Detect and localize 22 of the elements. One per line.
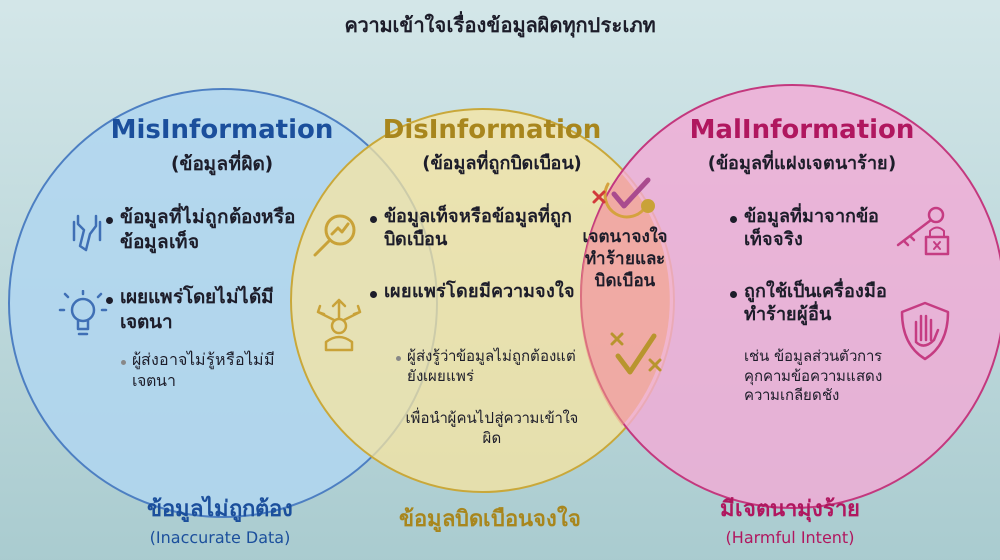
bullet-text: เผยแพร่โดยไม่ได้มีเจตนา	[120, 285, 275, 334]
category-label: มีเจตนามุ่งร้าย	[719, 496, 861, 524]
example-text: เช่น ข้อมูลส่วนตัวการคุกคามข้อความแสดงความเกลียดชัง	[744, 347, 883, 406]
subheading: (ข้อมูลที่ผิด)	[82, 152, 362, 177]
category-label: ข้อมูลบิดเบือนจงใจ	[398, 506, 582, 534]
sub-bullet-text: ผู้ส่งรู้ว่าข้อมูลไม่ถูกต้องแต่ยังเผยแพร่	[407, 347, 577, 386]
heading: MisInformation	[110, 114, 334, 147]
subheading: (ข้อมูลที่ถูกบิดเบือน)	[377, 152, 627, 176]
title: ความเข้าใจเรื่องข้อมูลผิดทุกประเภท	[344, 12, 656, 38]
note-text: เพื่อนำผู้คนไปสู่ความเข้าใจผิด	[404, 409, 580, 448]
heading: MalInformation	[688, 114, 916, 147]
subheading: (ข้อมูลที่แฝงเจตนาร้าย)	[674, 152, 930, 176]
sub-bullet-text: ผู้ส่งอาจไม่รู้หรือไม่มีเจตนา	[132, 350, 276, 392]
category-subtitle: (Inaccurate Data)	[148, 528, 292, 549]
overlap-text: เจตนาจงใจทำร้ายและบิดเบือน	[582, 226, 668, 292]
bullet-text: เผยแพร่โดยมีความจงใจ	[384, 280, 576, 304]
bullet-text: ข้อมูลเท็จหรือข้อมูลที่ถูกบิดเบือน	[384, 205, 579, 252]
bullet-text: ข้อมูลที่ไม่ถูกต้องหรือข้อมูลเท็จ	[120, 205, 305, 254]
category-subtitle: (Harmful Intent)	[724, 528, 856, 549]
bullet-text: ข้อมูลที่มาจากข้อเท็จจริง	[744, 205, 894, 252]
overlap-region	[580, 174, 670, 426]
bullet-text: ถูกใช้เป็นเครื่องมือทำร้ายผู้อื่น	[744, 280, 919, 327]
